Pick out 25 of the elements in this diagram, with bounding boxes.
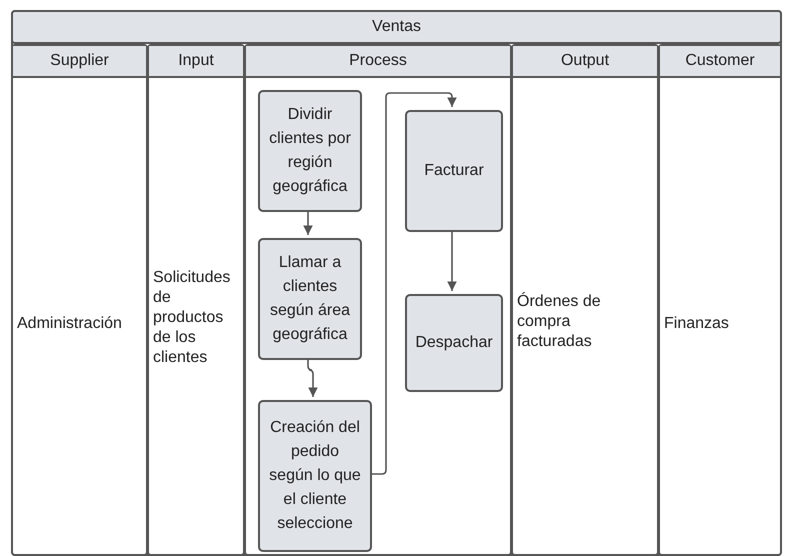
cell-text: Finanzas [664, 314, 730, 334]
arrow [370, 92, 457, 475]
table-column [147, 44, 245, 556]
cell-text: Solicitudes de productos de los clientes [153, 268, 232, 368]
process-box: Creación del pedido según lo que el cliente seleccione [258, 400, 372, 552]
process-box: Dividir clientes por región geográfica [258, 90, 362, 212]
arrow [307, 358, 318, 397]
table-column [511, 44, 659, 556]
table-column [244, 44, 512, 556]
process-box: Llamar a clientes según área geográfica [258, 238, 362, 360]
table-column [658, 44, 782, 556]
arrow [447, 230, 457, 291]
column-header: Customer [660, 46, 780, 78]
column-header: Output [513, 46, 657, 78]
arrow [303, 210, 313, 235]
cell-text: Administración [17, 314, 123, 334]
column-header: Process [246, 46, 510, 78]
column-header: Supplier [13, 46, 146, 78]
column-header: Input [149, 46, 243, 78]
table-column [11, 44, 148, 556]
process-box: Despachar [405, 294, 503, 392]
cell-text: Órdenes de compra facturadas [517, 292, 602, 352]
process-box: Facturar [405, 110, 503, 232]
table-title: Ventas [11, 10, 782, 44]
table-frame [11, 10, 782, 556]
